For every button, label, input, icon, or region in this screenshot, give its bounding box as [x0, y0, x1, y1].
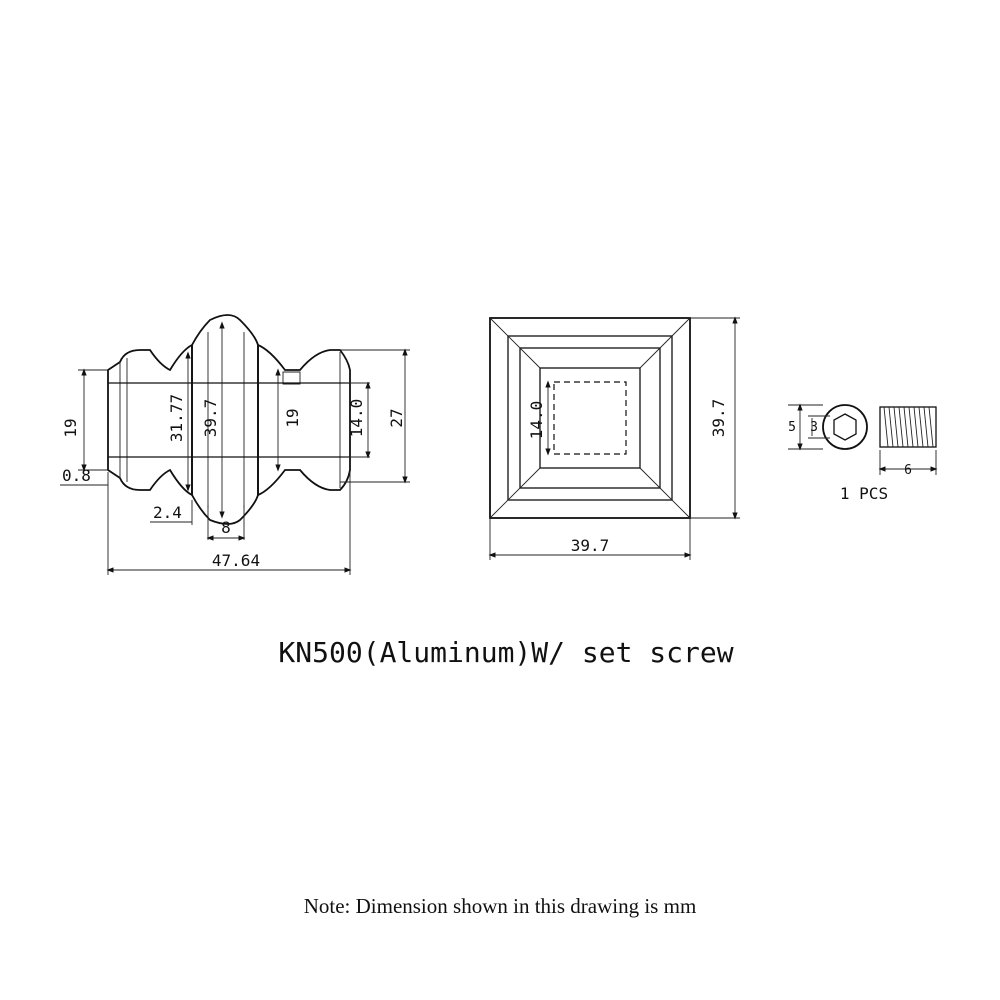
screw-dim-6-label: 6 — [904, 463, 912, 478]
dim-19-left-label: 19 — [61, 418, 80, 437]
dim-19-right-label: 19 — [283, 408, 302, 427]
front-square-4 — [539, 367, 641, 469]
units-note: Note: Dimension shown in this drawing is… — [304, 894, 697, 918]
screw-dim-ext — [788, 404, 830, 450]
screw-dim-3-label: 3 — [810, 420, 818, 435]
front-outer-square — [489, 317, 691, 519]
dim-2-4-line — [150, 500, 193, 525]
dim-27-ext — [340, 349, 410, 483]
front-view: 14.0 39.7 39.7 — [488, 316, 740, 560]
right-neck-outline — [257, 343, 351, 497]
dim-39-7-bottom-label: 39.7 — [571, 536, 610, 555]
dim-39-7-side-label: 39.7 — [201, 399, 220, 438]
dim-8-ext — [207, 505, 245, 540]
right-neck-tab — [282, 371, 301, 385]
dim-47-64-ext — [107, 472, 351, 575]
screw-hex-socket — [833, 413, 857, 441]
screw-end-circle — [822, 404, 868, 450]
side-view: 19 0.8 31.77 39.7 19 14.0 27 2.4 8 47.64 — [60, 314, 410, 575]
set-screw: 5 3 6 1 PCS — [788, 403, 938, 503]
screw-quantity-label: 1 PCS — [840, 484, 888, 503]
dim-27-label: 27 — [387, 408, 406, 427]
front-square-bore — [553, 381, 627, 455]
dim-0-8-label: 0.8 — [62, 466, 91, 485]
dim-39-7-right-label: 39.7 — [709, 399, 728, 438]
front-square-3 — [519, 347, 661, 489]
dim-47-64-label: 47.64 — [212, 551, 260, 570]
front-square-2 — [507, 335, 673, 501]
screw-threads — [883, 406, 934, 448]
dim-19-left-ext — [78, 369, 108, 471]
dim-8-label: 8 — [221, 518, 231, 537]
drawing-title: KN500(Aluminum)W/ set screw — [278, 636, 733, 669]
front-corner-bevels — [489, 317, 691, 519]
dim-14-side-label: 14.0 — [347, 399, 366, 438]
screw-dim-5-label: 5 — [788, 420, 796, 435]
dim-31-77-label: 31.77 — [167, 394, 186, 442]
dim-2-4-label: 2.4 — [153, 503, 182, 522]
dim-39-7-right-ext — [690, 317, 740, 519]
dim-14-front-label: 14.0 — [527, 401, 546, 440]
